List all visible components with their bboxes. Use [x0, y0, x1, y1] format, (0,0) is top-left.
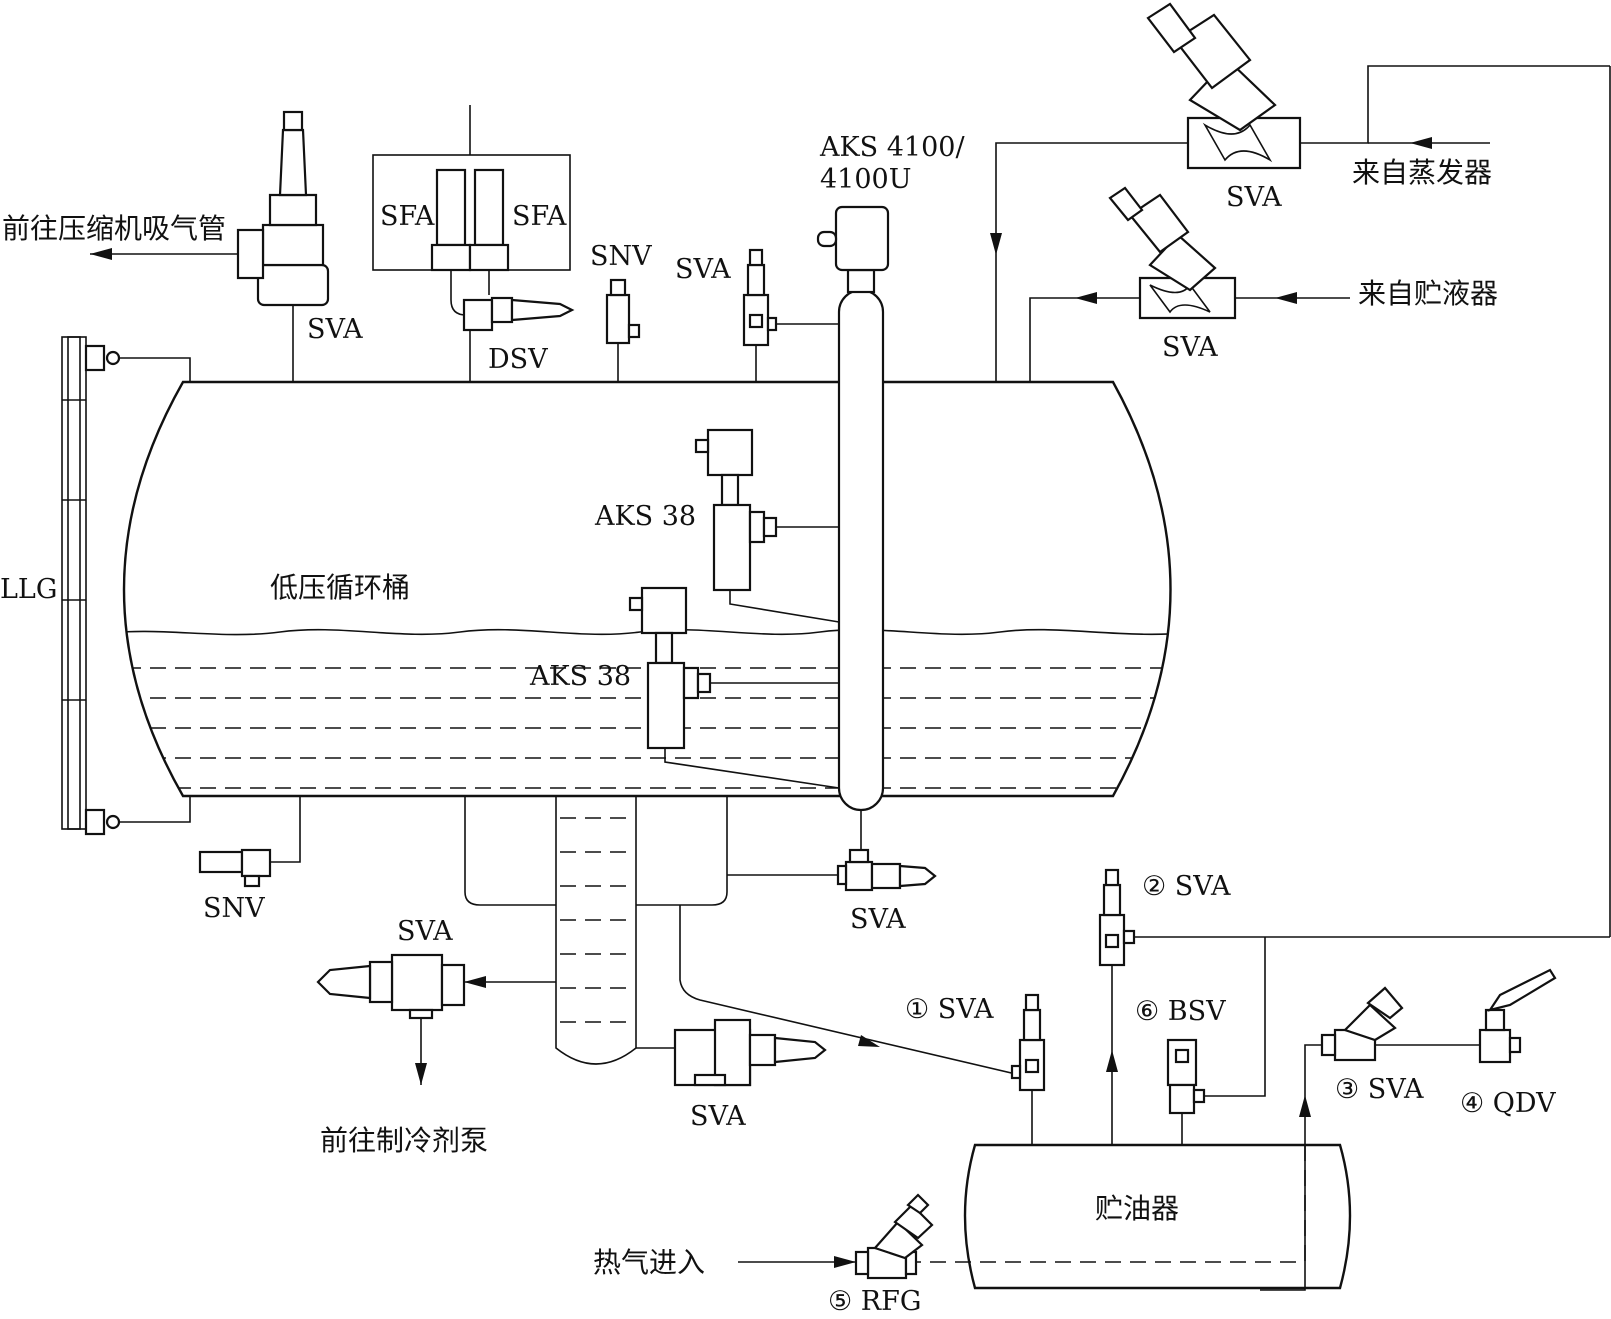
sva-top-left-label: SVA	[307, 314, 363, 345]
snv-bottom-label: SNV	[203, 893, 265, 924]
aks4100-level-transmitter	[816, 205, 890, 850]
qdv-4-label: ④ QDV	[1460, 1088, 1556, 1119]
vessel-label: 低压循环桶	[270, 571, 410, 604]
snv-valve-bottom[interactable]	[198, 796, 301, 888]
sva-valve-evaporator[interactable]	[990, 2, 1611, 937]
snv-top-label: SNV	[590, 241, 652, 272]
sva-sump-label: SVA	[690, 1101, 746, 1132]
aks38-level-switch-lower	[628, 586, 840, 789]
sva-3-label: ③ SVA	[1335, 1074, 1424, 1105]
sva-valve-3[interactable]	[1260, 986, 1480, 1291]
aks4100-label-2: 4100U	[820, 164, 911, 195]
from-evaporator-label: 来自蒸发器	[1352, 156, 1492, 189]
sva-valve-pump[interactable]	[316, 953, 556, 1085]
aks38-lower-label: AKS 38	[529, 661, 631, 692]
sfa-left-label: SFA	[380, 201, 435, 232]
aks4100-label-1: AKS 4100/	[819, 132, 965, 163]
sva-valve-sump[interactable]	[636, 1018, 827, 1087]
sfa-dsv-assembly	[372, 105, 575, 382]
to-compressor-label: 前往压缩机吸气管	[2, 212, 226, 245]
sva-1-label: ① SVA	[905, 994, 994, 1025]
qdv-valve-4[interactable]	[1478, 968, 1557, 1064]
sva-valve-receiver[interactable]	[1029, 186, 1350, 382]
sva-receiver-label: SVA	[1162, 332, 1218, 363]
aks38-level-switch-upper	[694, 428, 840, 623]
sva-evaporator-label: SVA	[1226, 182, 1282, 213]
sva-valve-1[interactable]	[1010, 993, 1046, 1145]
oil-return-line	[679, 905, 1021, 1076]
dsv-label: DSV	[488, 344, 548, 375]
snv-valve-top[interactable]	[605, 278, 641, 382]
oil-pot	[905, 1143, 1352, 1290]
sva-pump-label: SVA	[397, 916, 453, 947]
bsv-valve-6[interactable]	[1166, 937, 1266, 1145]
sva-bottom-mid-label: SVA	[850, 904, 906, 935]
to-pump-label: 前往制冷剂泵	[320, 1124, 488, 1157]
sva-valve-2[interactable]	[1098, 868, 1610, 1145]
llg-label: LLG	[0, 574, 57, 605]
liquid-outlet-leg	[464, 796, 850, 1065]
sva-top-mid-label: SVA	[675, 254, 731, 285]
sva-valve-compressor-outlet[interactable]	[90, 110, 330, 382]
bsv-6-label: ⑥ BSV	[1135, 996, 1226, 1027]
aks38-upper-label: AKS 38	[594, 501, 696, 532]
rfg-valve-5[interactable]	[738, 1193, 934, 1280]
oil-pot-label: 贮油器	[1095, 1192, 1179, 1225]
sva-valve-bottom-mid[interactable]	[836, 848, 937, 892]
hot-gas-label: 热气进入	[593, 1246, 705, 1279]
sva-valve-top-mid[interactable]	[742, 248, 840, 382]
rfg-5-label: ⑤ RFG	[828, 1286, 921, 1317]
from-receiver-label: 来自贮液器	[1358, 277, 1498, 310]
sfa-right-label: SFA	[512, 201, 567, 232]
liquid-level-gauge	[61, 336, 191, 836]
sva-2-label: ② SVA	[1142, 871, 1231, 902]
